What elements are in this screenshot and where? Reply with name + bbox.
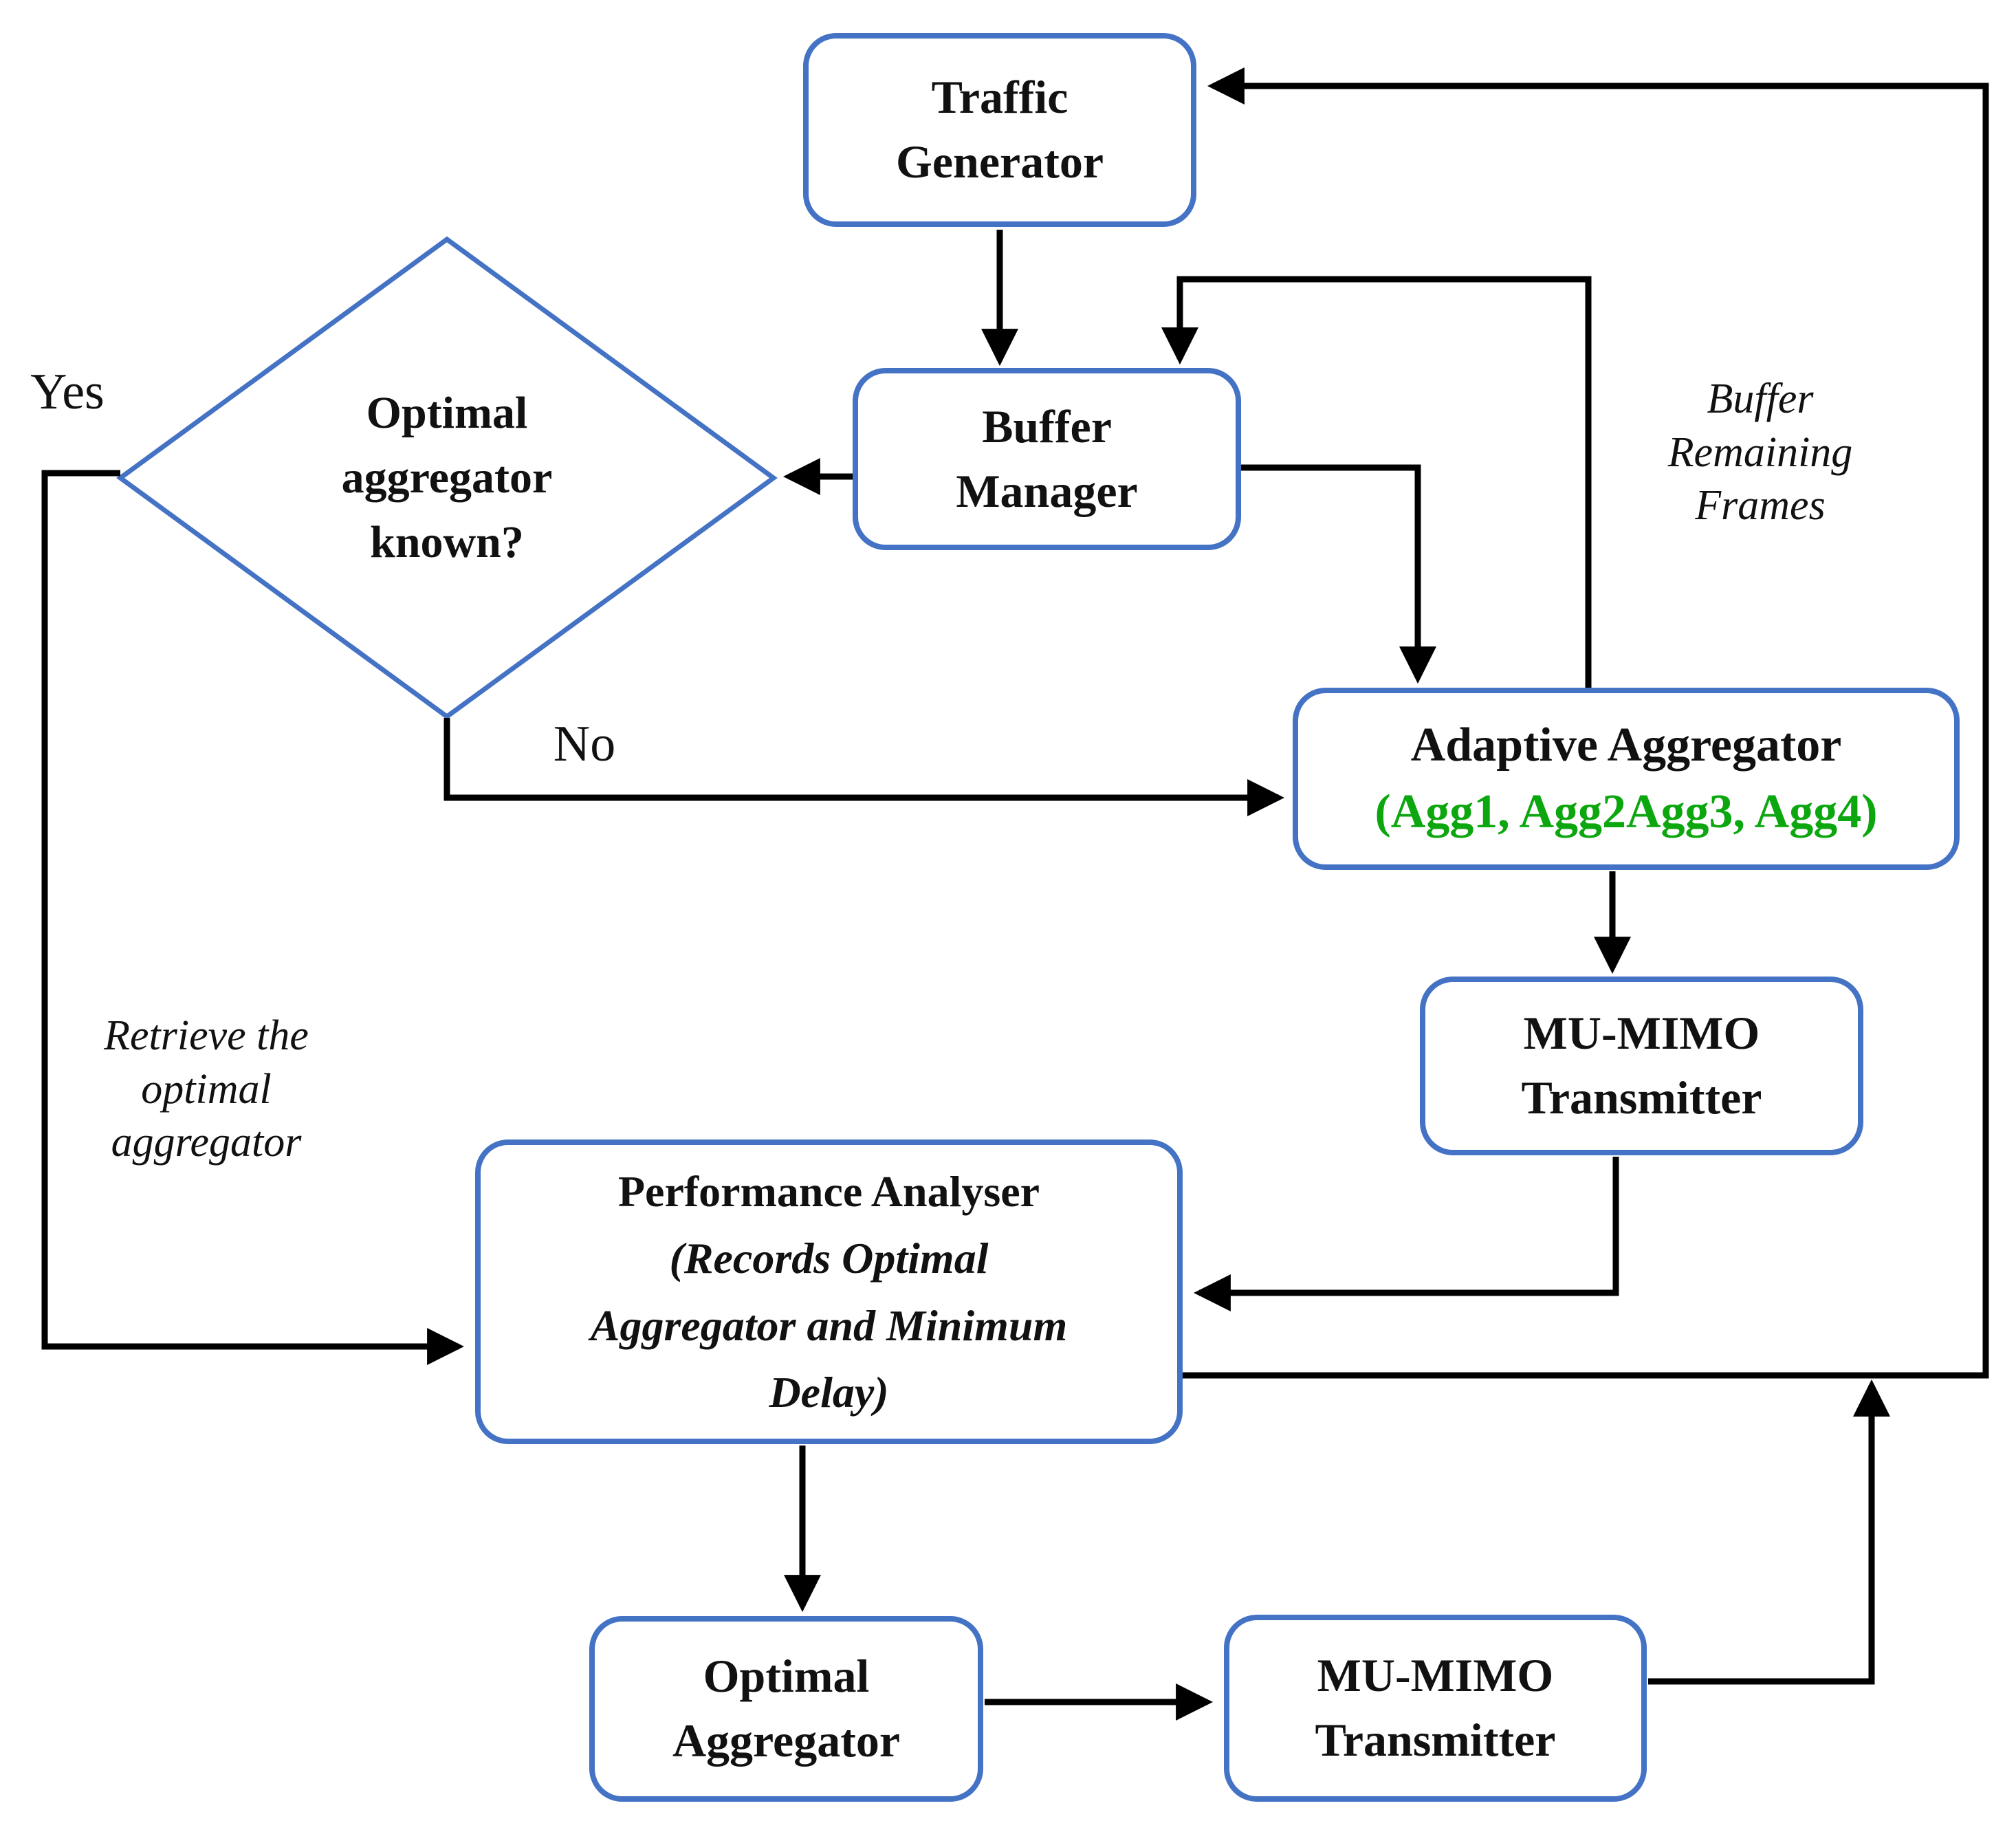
decision-diamond-shape <box>116 236 778 720</box>
node-label: Optimal <box>703 1650 870 1703</box>
node-note: (Records Optimal <box>669 1234 989 1283</box>
edge-aggregator-feedback-to-buffer <box>1161 276 1592 689</box>
annotation-line: aggregator <box>111 1119 302 1166</box>
edge-lower-transmitter-to-loop <box>1648 1379 1890 1685</box>
node-performance-analyser: Performance Analyser (Records Optimal Ag… <box>475 1139 1183 1444</box>
node-mu-mimo-transmitter-lower: MU-MIMO Transmitter <box>1224 1615 1647 1802</box>
annotation-line: Remaining <box>1667 428 1853 476</box>
node-label: Transmitter <box>1521 1071 1762 1124</box>
node-label: Transmitter <box>1315 1714 1556 1766</box>
annotation-line: optimal <box>141 1065 272 1113</box>
node-label: Traffic <box>931 71 1069 124</box>
annotation-line: Retrieve the <box>104 1012 309 1059</box>
node-label: Aggregator <box>672 1714 901 1767</box>
annotation-line: Frames <box>1695 482 1826 529</box>
node-label: MU-MIMO <box>1523 1007 1760 1060</box>
node-label: Performance Analyser <box>617 1166 1040 1216</box>
edge-decision-no-to-aggregator <box>443 718 1285 816</box>
node-label: Generator <box>895 135 1104 188</box>
decision-label: Optimal <box>366 388 528 439</box>
edge-label-buffer-remaining-frames: Buffer Remaining Frames <box>1623 373 1898 533</box>
node-traffic-generator: Traffic Generator <box>803 33 1196 227</box>
node-label: Adaptive Aggregator <box>1410 718 1842 772</box>
edge-analyser-to-traffic-loop <box>1177 67 1989 1379</box>
node-optimal-aggregator: Optimal Aggregator <box>589 1616 983 1802</box>
edge-buffer-to-aggregator <box>1241 464 1436 684</box>
node-mu-mimo-transmitter-upper: MU-MIMO Transmitter <box>1420 977 1863 1155</box>
node-note: Delay) <box>769 1367 889 1417</box>
node-note: Aggregator and Minimum <box>590 1300 1068 1350</box>
edge-decision-yes-to-analyser <box>41 470 465 1365</box>
node-adaptive-aggregator: Adaptive Aggregator (Agg1, Agg2Agg3, Agg… <box>1293 688 1960 870</box>
aggregator-options-label: (Agg1, Agg2Agg3, Agg4) <box>1374 785 1878 838</box>
edge-transmitter-to-analyser <box>1193 1157 1619 1311</box>
decision-label: aggregator <box>341 452 553 503</box>
decision-label: known? <box>370 516 524 567</box>
edge-label-yes: Yes <box>30 364 105 420</box>
node-label: MU-MIMO <box>1317 1649 1554 1702</box>
node-label: Buffer <box>982 400 1112 452</box>
node-buffer-manager: Buffer Manager <box>853 368 1241 550</box>
edge-label-retrieve-optimal-aggregator: Retrieve the optimal aggregator <box>65 1010 347 1170</box>
edge-label-no: No <box>553 716 616 772</box>
annotation-line: Buffer <box>1707 375 1814 422</box>
node-label: Manager <box>956 464 1138 517</box>
decision-optimal-aggregator-known: Optimal aggregator known? <box>275 358 619 598</box>
